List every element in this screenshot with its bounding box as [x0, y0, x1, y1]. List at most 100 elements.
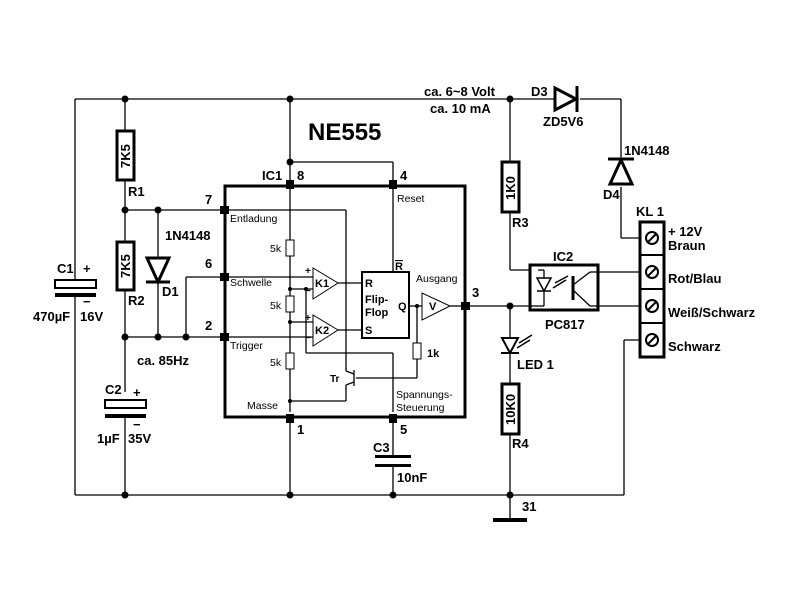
- c1-value: 470µF: [33, 309, 70, 324]
- ff-s: S: [365, 325, 372, 337]
- junctions: [121, 95, 514, 499]
- diode-d4: [607, 156, 635, 186]
- label-1k: 1k: [427, 348, 440, 360]
- d4-ref: D4: [603, 187, 620, 202]
- ic2-value: PC817: [545, 317, 585, 332]
- c1-plus: +: [83, 261, 91, 276]
- resistor-r2: [115, 240, 136, 292]
- ff-q: Q: [398, 301, 407, 313]
- screw-icon: [645, 231, 659, 245]
- c1-ref: C1: [57, 261, 74, 276]
- comparator-k1: [312, 267, 339, 300]
- label-reset: Reset: [397, 193, 425, 205]
- k1-minus: −: [305, 286, 311, 297]
- pin4-num: 4: [400, 168, 408, 183]
- label-trigger: Trigger: [230, 340, 263, 352]
- d4-value: 1N4148: [624, 143, 670, 158]
- pin-7: [220, 206, 229, 214]
- r2-ref: R2: [128, 293, 145, 308]
- label-r-top: 5k: [270, 243, 282, 255]
- pin-6: [220, 273, 229, 281]
- pin-8: [286, 180, 294, 189]
- supply-voltage: ca. 6~8 Volt: [424, 84, 496, 99]
- pin-2: [220, 333, 229, 341]
- terminal-kl1: [638, 220, 666, 359]
- pin-3: [461, 302, 470, 310]
- ff-rbar: R: [395, 261, 403, 273]
- kl1-pin1-line1: + 12V: [668, 224, 703, 239]
- ic1-ne555: [220, 180, 470, 423]
- pin3-num: 3: [472, 285, 479, 300]
- kl1-pin1-line2: Braun: [668, 238, 706, 253]
- capacitor-c3: [375, 455, 411, 467]
- label-spannungs: Spannungs-: [396, 389, 453, 401]
- c3-ref: C3: [373, 440, 390, 455]
- amp-v: V: [429, 301, 437, 313]
- capacitor-c1: [54, 279, 97, 297]
- c1-voltage: 16V: [80, 309, 103, 324]
- d1-value: 1N4148: [165, 228, 211, 243]
- d1-ref: D1: [162, 284, 179, 299]
- label-k2: K2: [315, 325, 329, 337]
- r1-ref: R1: [128, 184, 145, 199]
- screw-icon: [645, 299, 659, 313]
- ff-flip: Flip-: [365, 294, 389, 306]
- ic1-ref: IC1: [262, 168, 282, 183]
- pin-4: [389, 180, 397, 189]
- k2-plus: +: [305, 313, 311, 324]
- kl1-pin2-label: Rot/Blau: [668, 271, 722, 286]
- r3-value: 1K0: [503, 176, 518, 200]
- resistor-r1: [115, 129, 136, 182]
- screw-icon: [645, 333, 659, 347]
- ff-flop: Flop: [365, 307, 388, 319]
- pin6-num: 6: [205, 256, 212, 271]
- label-r-bot: 5k: [270, 357, 282, 369]
- k1-plus: +: [305, 266, 311, 277]
- pin5-num: 5: [400, 422, 407, 437]
- pin-5: [389, 414, 397, 423]
- c1-minus: −: [83, 294, 91, 309]
- pin1-num: 1: [297, 422, 304, 437]
- diode-d3: [553, 85, 580, 113]
- ic2-ref: IC2: [553, 249, 573, 264]
- title: NE555: [308, 119, 381, 146]
- c3-value: 10nF: [397, 470, 427, 485]
- resistor-r3: [500, 160, 521, 214]
- d3-ref: D3: [531, 84, 548, 99]
- capacitor-c2: [104, 399, 147, 418]
- frequency-label: ca. 85Hz: [137, 353, 190, 368]
- pin2-num: 2: [205, 318, 212, 333]
- kl1-ref: KL 1: [636, 204, 664, 219]
- comparator-k2: [312, 314, 339, 347]
- c2-value: 1µF: [97, 431, 120, 446]
- r4-ref: R4: [512, 436, 529, 451]
- r4-value: 10K0: [503, 394, 518, 425]
- label-k1: K1: [315, 278, 329, 290]
- r3-ref: R3: [512, 215, 529, 230]
- supply-current: ca. 10 mA: [430, 101, 491, 116]
- label-steuerung: Steuerung: [396, 402, 445, 414]
- pin7-num: 7: [205, 192, 212, 207]
- pin-1: [286, 414, 294, 423]
- r1-value: 7K5: [118, 144, 133, 168]
- led1-ref: LED 1: [517, 357, 554, 372]
- c2-ref: C2: [105, 382, 122, 397]
- label-masse: Masse: [247, 400, 278, 412]
- label-schwelle: Schwelle: [230, 277, 272, 289]
- resistor-r4: [500, 382, 521, 436]
- ground-label: 31: [522, 499, 536, 514]
- label-r-mid: 5k: [270, 300, 282, 312]
- output-amp: [421, 292, 452, 321]
- r2-value: 7K5: [118, 254, 133, 278]
- label-entladung: Entladung: [230, 213, 277, 225]
- label-tr: Tr: [330, 374, 340, 385]
- ff-r: R: [365, 278, 373, 290]
- pin8-num: 8: [297, 168, 304, 183]
- c2-plus: +: [133, 385, 141, 400]
- c2-minus: −: [133, 417, 141, 432]
- flip-flop: [361, 271, 410, 339]
- k2-minus: −: [305, 333, 311, 344]
- d3-value: ZD5V6: [543, 114, 583, 129]
- c2-voltage: 35V: [128, 431, 151, 446]
